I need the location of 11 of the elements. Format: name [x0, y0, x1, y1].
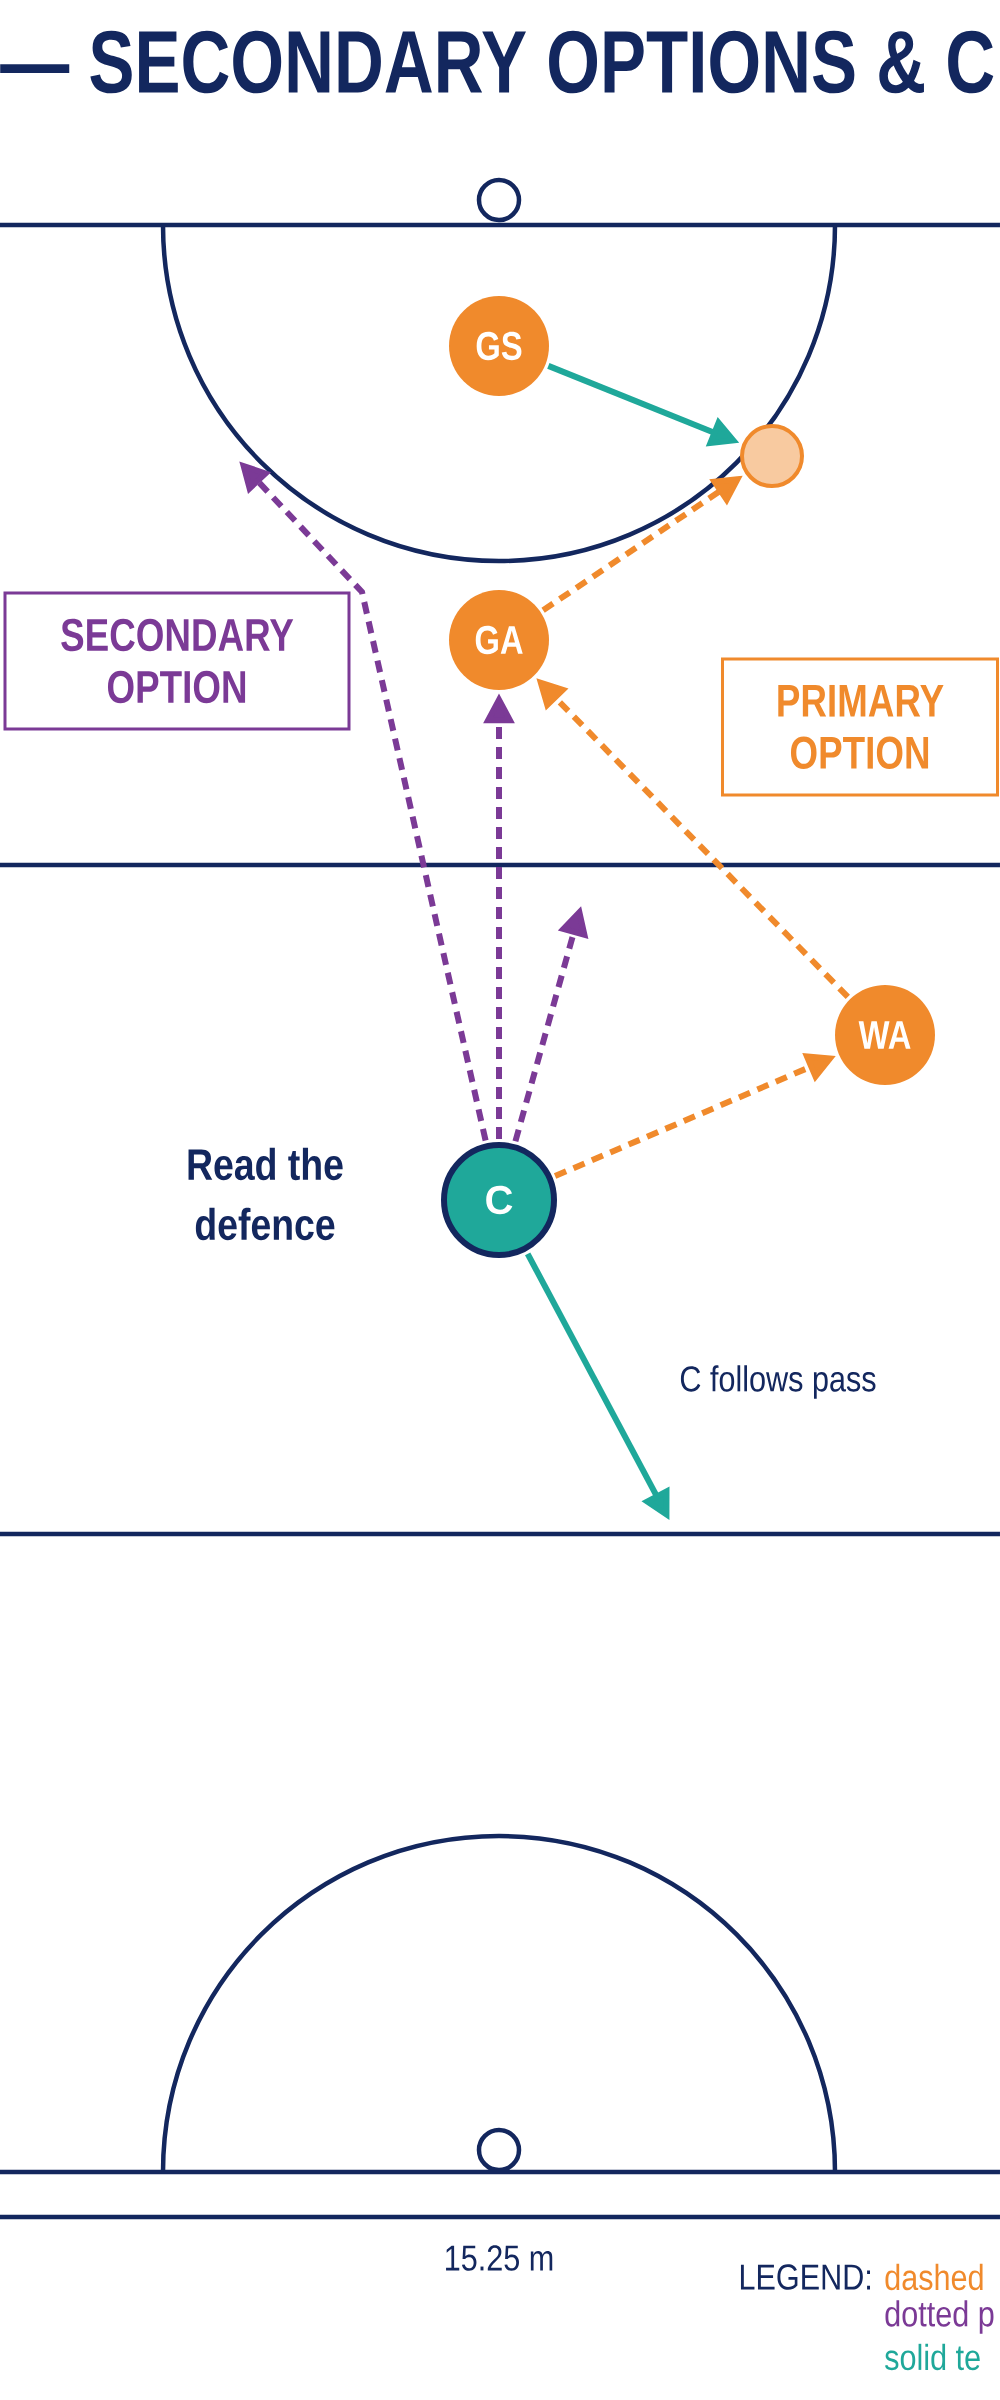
- title: — SECONDARY OPTIONS & C: [0, 30, 994, 94]
- dimension-label: 15.25 m: [446, 2245, 553, 2271]
- legend-heading: LEGEND:: [740, 2264, 870, 2290]
- legend-entry: dashed: [885, 2263, 983, 2291]
- legend-entry: solid te: [885, 2343, 980, 2371]
- option-box: SECONDARY OPTION: [3, 591, 351, 731]
- option-box: PRIMARY OPTION: [721, 657, 999, 797]
- edge-label: C follows pass: [676, 1362, 880, 1402]
- note-text: Read the defence: [188, 1147, 343, 1241]
- target-circle: [740, 424, 804, 488]
- legend-entry: dotted p: [885, 2300, 994, 2334]
